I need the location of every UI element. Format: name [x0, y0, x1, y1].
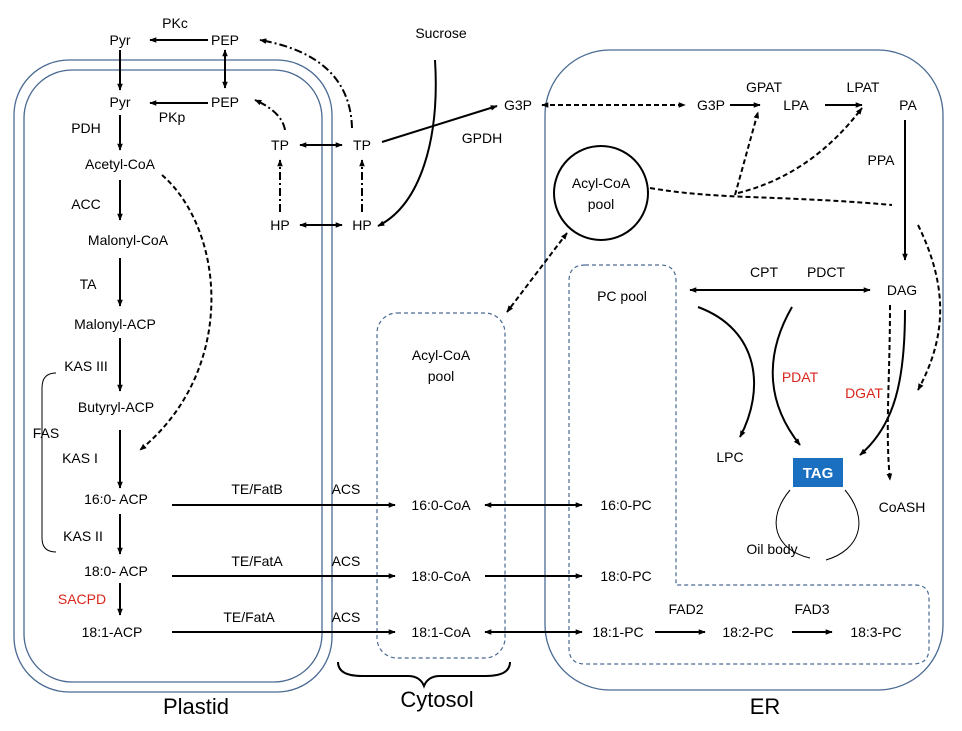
ta-label: TA [80, 276, 98, 292]
coa160-label: 16:0-CoA [411, 497, 471, 513]
plastid-pep-label: PEP [211, 94, 239, 110]
export-arrows [172, 232, 583, 635]
coa180-label: 18:0-CoA [411, 568, 471, 584]
er-membrane [544, 49, 944, 691]
sucrose-label: Sucrose [415, 25, 467, 41]
cytosol-acyl-coa-pool-box [376, 312, 506, 659]
acs-label-1: ACS [332, 481, 361, 497]
acp180-label: 18:0- ACP [84, 563, 148, 579]
plastid-arrows [117, 37, 228, 616]
gpdh-label: GPDH [462, 130, 502, 146]
cytosol-pep-label: PEP [211, 32, 239, 48]
sacpd-label: SACPD [58, 591, 106, 607]
acs-label-2: ACS [332, 553, 361, 569]
fas-label: FAS [33, 425, 59, 441]
gpat-label: GPAT [746, 79, 782, 95]
er-acyl-coa-pool-circle [553, 145, 649, 241]
plastid-tp-label: TP [271, 137, 289, 153]
cytosol-pyr-label: Pyr [110, 32, 131, 48]
pc183-label: 18:3-PC [850, 624, 901, 640]
coa181-label: 18:1-CoA [411, 624, 471, 640]
butyryl-acp-label: Butyryl-ACP [78, 399, 154, 415]
fad2-label: FAD2 [668, 601, 703, 617]
kas1-label: KAS I [62, 450, 98, 466]
pc160-label: 16:0-PC [600, 497, 651, 513]
er-arrows [649, 102, 942, 635]
cytosol-tp-label: TP [353, 137, 371, 153]
fas-bracket [41, 372, 57, 553]
acs-label-3: ACS [332, 609, 361, 625]
te-fatb-label: TE/FatB [231, 481, 282, 497]
carbon-import-arrows [254, 38, 686, 228]
pc-pool-box [568, 264, 930, 665]
oil-body-label: Oil body [746, 541, 797, 557]
pa-label: PA [899, 97, 917, 113]
plastid-membrane [13, 59, 333, 693]
fad3-label: FAD3 [794, 601, 829, 617]
cpt-label: CPT [750, 264, 778, 280]
pdat-label: PDAT [782, 369, 819, 385]
pc181-label: 18:1-PC [592, 624, 643, 640]
pc182-label: 18:2-PC [722, 624, 773, 640]
malonyl-coa-label: Malonyl-CoA [88, 232, 169, 248]
tag-box [793, 458, 843, 487]
pkc-label: PKc [162, 15, 188, 31]
lpa-label: LPA [783, 97, 809, 113]
plastid-hp-label: HP [270, 217, 289, 233]
plastid-pyr-label: Pyr [110, 94, 131, 110]
plastid-title: Plastid [163, 694, 229, 719]
coash-label: CoASH [879, 499, 926, 515]
te-fata-label-2: TE/FatA [223, 609, 275, 625]
acetyl-coa-label: Acetyl-CoA [85, 156, 156, 172]
kas2-label: KAS II [63, 528, 103, 544]
acp160-label: 16:0- ACP [84, 491, 148, 507]
dag-label: DAG [887, 282, 917, 298]
er-title: ER [750, 694, 781, 719]
pdct-label: PDCT [807, 264, 846, 280]
acp181-label: 18:1-ACP [82, 624, 143, 640]
pdh-label: PDH [71, 120, 101, 136]
te-fata-label-1: TE/FatA [231, 553, 283, 569]
labels: Pyr PKc PEP Sucrose G3P GPDH TP HP Pyr P… [33, 15, 926, 719]
lpat-label: LPAT [847, 79, 880, 95]
kas3-label: KAS III [64, 358, 108, 374]
tag-label: TAG [803, 465, 834, 482]
ppa-label: PPA [868, 152, 896, 168]
pkp-label: PKp [159, 109, 186, 125]
er-g3p-label: G3P [697, 97, 725, 113]
cytosol-hp-label: HP [352, 217, 371, 233]
malonyl-acp-label: Malonyl-ACP [74, 316, 156, 332]
dgat-label: DGAT [845, 385, 883, 401]
acc-label: ACC [71, 196, 101, 212]
pc180-label: 18:0-PC [600, 568, 651, 584]
lpc-label: LPC [716, 449, 743, 465]
pc-pool-label: PC pool [597, 288, 647, 304]
cytosol-g3p-label: G3P [504, 97, 532, 113]
cytosol-brace [337, 661, 511, 689]
cytosol-title: Cytosol [400, 687, 473, 712]
